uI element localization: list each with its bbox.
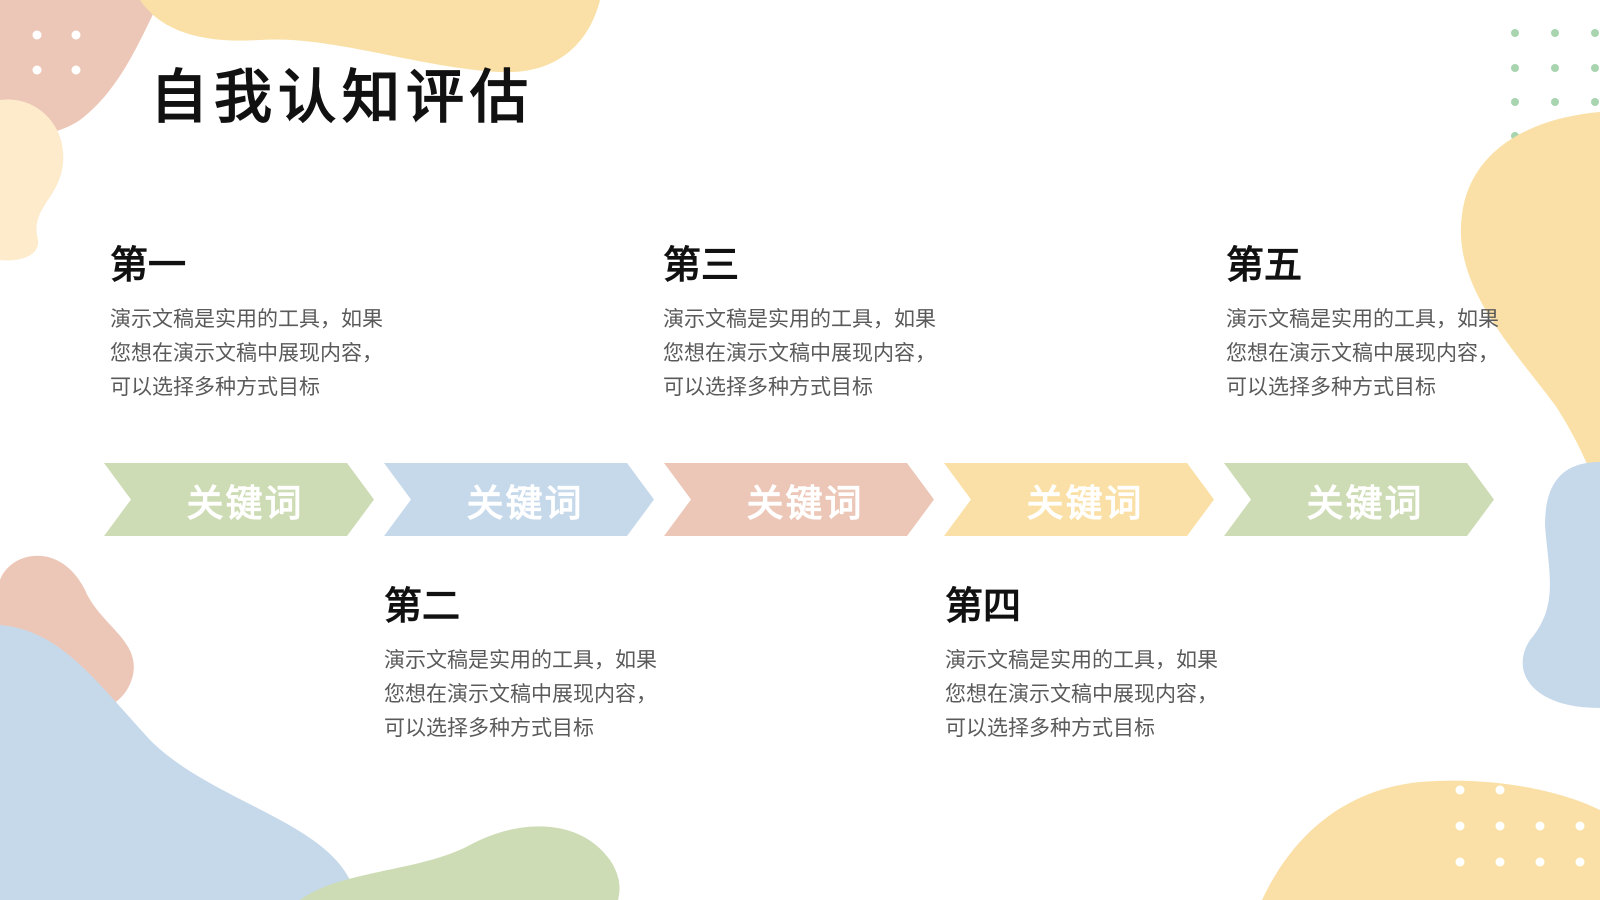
blob-bottom-right-yellow xyxy=(1262,780,1600,900)
keyword-arrow-5: 关键词 xyxy=(1224,463,1494,536)
keyword-label: 关键词 xyxy=(1306,480,1424,525)
blob-bottom-left-blue xyxy=(0,625,355,900)
step-description: 演示文稿是实用的工具，如果您想在演示文稿中展现内容，可以选择多种方式目标 xyxy=(1226,307,1499,399)
keyword-label: 关键词 xyxy=(746,480,864,525)
step-heading: 第三 xyxy=(663,242,740,287)
keyword-label: 关键词 xyxy=(186,480,304,525)
keyword-arrow-row: 关键词 关键词 关键词 关键词 关键词 xyxy=(104,463,1504,536)
blob-top-yellow xyxy=(140,0,600,73)
step-description: 演示文稿是实用的工具，如果您想在演示文稿中展现内容，可以选择多种方式目标 xyxy=(945,648,1218,740)
step-first: 第一 演示文稿是实用的工具，如果您想在演示文稿中展现内容，可以选择多种方式目标 xyxy=(110,246,395,404)
step-heading: 第一 xyxy=(110,242,187,287)
keyword-arrow-1: 关键词 xyxy=(104,463,374,536)
keyword-arrow-4: 关键词 xyxy=(944,463,1214,536)
step-fourth: 第四 演示文稿是实用的工具，如果您想在演示文稿中展现内容，可以选择多种方式目标 xyxy=(945,587,1230,745)
blob-bottom-green xyxy=(300,826,620,900)
slide-title: 自我认知评估 xyxy=(150,63,535,131)
step-second: 第二 演示文稿是实用的工具，如果您想在演示文稿中展现内容，可以选择多种方式目标 xyxy=(384,587,669,745)
step-heading: 第四 xyxy=(945,583,1022,628)
blob-top-left-cream xyxy=(0,99,64,261)
dots-bottom-right xyxy=(1455,785,1585,867)
step-description: 演示文稿是实用的工具，如果您想在演示文稿中展现内容，可以选择多种方式目标 xyxy=(663,307,936,399)
blob-right-blue xyxy=(1522,462,1600,708)
keyword-label: 关键词 xyxy=(466,480,584,525)
step-heading: 第二 xyxy=(384,583,461,628)
step-heading: 第五 xyxy=(1226,242,1303,287)
step-description: 演示文稿是实用的工具，如果您想在演示文稿中展现内容，可以选择多种方式目标 xyxy=(110,307,383,399)
dots-top-left xyxy=(32,30,81,75)
step-fifth: 第五 演示文稿是实用的工具，如果您想在演示文稿中展现内容，可以选择多种方式目标 xyxy=(1226,246,1511,404)
step-third: 第三 演示文稿是实用的工具，如果您想在演示文稿中展现内容，可以选择多种方式目标 xyxy=(663,246,948,404)
blob-right-yellow xyxy=(1460,112,1600,495)
step-description: 演示文稿是实用的工具，如果您想在演示文稿中展现内容，可以选择多种方式目标 xyxy=(384,648,657,740)
keyword-label: 关键词 xyxy=(1026,480,1144,525)
keyword-arrow-3: 关键词 xyxy=(664,463,934,536)
keyword-arrow-2: 关键词 xyxy=(384,463,654,536)
